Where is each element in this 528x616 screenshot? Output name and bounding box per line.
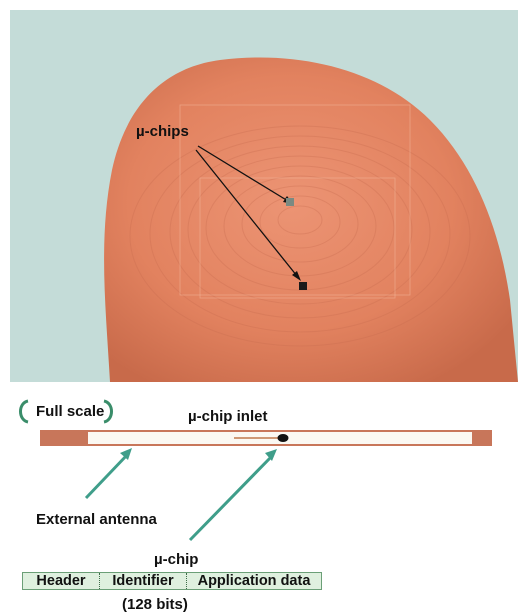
field-header: Header — [23, 573, 99, 589]
field-identifier: Identifier — [99, 573, 186, 589]
antenna-arrow-line — [86, 454, 128, 498]
chip-arrowhead — [265, 449, 277, 461]
external-antenna-label: External antenna — [36, 512, 157, 527]
chip-arrow-line — [190, 455, 273, 540]
chip-label: µ-chip — [154, 552, 198, 567]
antenna-arrowhead — [120, 448, 132, 460]
bits-label: (128 bits) — [122, 597, 188, 612]
memory-layout-table: Header Identifier Application data — [22, 572, 322, 590]
inlet-chip — [278, 434, 289, 442]
field-application-data: Application data — [186, 573, 321, 589]
